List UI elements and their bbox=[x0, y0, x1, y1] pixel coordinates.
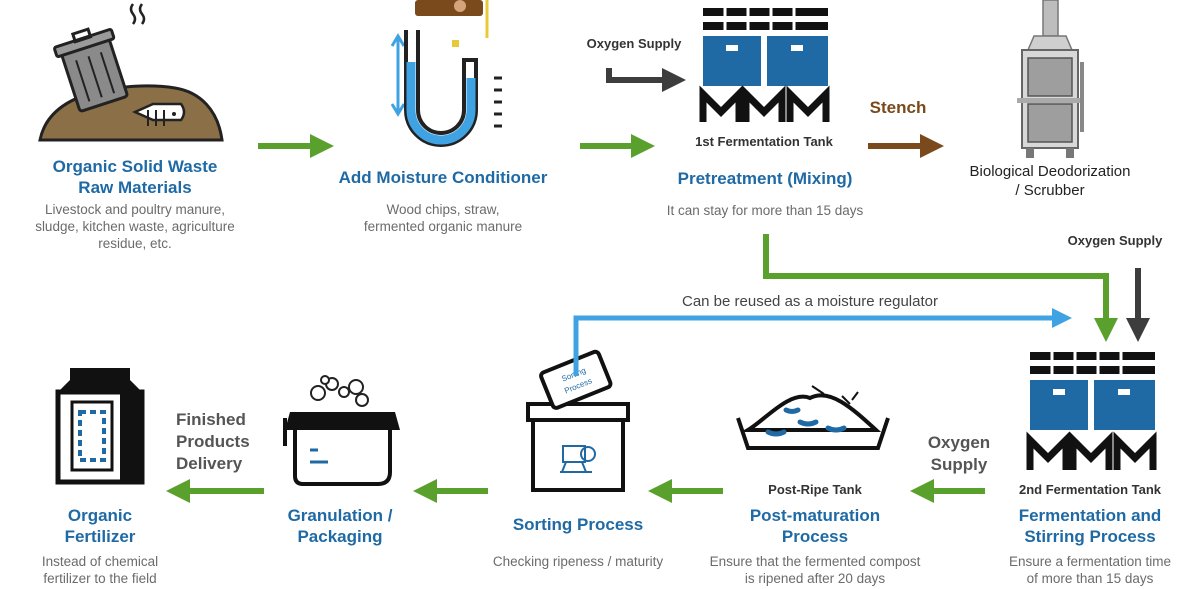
fermentation-title-line-2: Stirring Process bbox=[1024, 527, 1156, 546]
moisture-title: Add Moisture Conditioner bbox=[338, 168, 548, 187]
delivery-line-3: Delivery bbox=[176, 454, 243, 473]
sorting-desc: Checking ripeness / maturity bbox=[492, 554, 664, 569]
post-title-line-2: Process bbox=[781, 527, 849, 546]
reuse-label: Can be reused as a moisture regulator bbox=[682, 293, 938, 310]
delivery-line-2: Products bbox=[176, 432, 250, 451]
arrow-reuse-moisture bbox=[573, 308, 1072, 376]
tank-2-label: 2nd Fermentation Tank bbox=[1018, 482, 1162, 497]
fermentation-desc-line-2: of more than 15 days bbox=[1026, 571, 1154, 586]
fermentation-tank-2-icon bbox=[1026, 352, 1157, 470]
oxygen-3-line-1: Oxygen bbox=[927, 433, 991, 452]
moisture-u-tube-icon bbox=[390, 0, 502, 147]
post-title-line-1: Post-maturation bbox=[749, 506, 881, 525]
fermentation-tank-icon bbox=[699, 8, 830, 122]
raw-desc-line-1: Livestock and poultry manure, bbox=[44, 202, 226, 217]
delivery-label: Finished Products Delivery bbox=[176, 409, 266, 475]
fertilizer-title-line-1: Organic bbox=[67, 506, 133, 525]
raw-desc-line-2: sludge, kitchen waste, agriculture bbox=[35, 219, 235, 234]
sorting-title: Sorting Process bbox=[512, 515, 644, 534]
fertilizer-title-line-2: Fertilizer bbox=[64, 527, 136, 546]
pretreatment-desc: It can stay for more than 15 days bbox=[666, 203, 864, 218]
oxygen-supply-label-1: Oxygen Supply bbox=[586, 36, 682, 51]
raw-title-line-2: Raw Materials bbox=[78, 178, 192, 197]
deodorization-title: Biological Deodorization / Scrubber bbox=[950, 162, 1150, 200]
granulation-title-line-1: Granulation / bbox=[287, 506, 393, 525]
delivery-line-1: Finished bbox=[176, 410, 246, 429]
deodor-line-1: Biological Deodorization bbox=[969, 163, 1131, 180]
tank-1-label: 1st Fermentation Tank bbox=[695, 134, 833, 149]
oxygen-3-line-2: Supply bbox=[930, 455, 988, 474]
raw-title-line-1: Organic Solid Waste bbox=[52, 157, 218, 176]
granulation-title-line-2: Packaging bbox=[297, 527, 383, 546]
post-ripe-tank-label: Post-Ripe Tank bbox=[768, 482, 862, 497]
compost-pile-icon bbox=[736, 385, 890, 450]
moisture-desc: Wood chips, straw, fermented organic man… bbox=[318, 201, 568, 235]
fertilizer-desc: Instead of chemical fertilizer to the fi… bbox=[10, 553, 190, 587]
post-desc-line-1: Ensure that the fermented compost bbox=[709, 554, 921, 569]
granulation-machine-icon bbox=[283, 375, 400, 486]
fertilizer-bag-icon bbox=[55, 368, 145, 485]
sorting-box-icon: Sorting Process bbox=[526, 349, 630, 492]
moisture-desc-line-2: fermented organic manure bbox=[363, 219, 523, 234]
fermentation-desc: Ensure a fermentation time of more than … bbox=[990, 553, 1190, 587]
post-maturation-desc: Ensure that the fermented compost is rip… bbox=[690, 553, 940, 587]
post-maturation-title: Post-maturation Process bbox=[715, 505, 915, 547]
granulation-title: Granulation / Packaging bbox=[260, 505, 420, 547]
arrow-oxygen-supply-1 bbox=[606, 68, 686, 92]
raw-materials-desc: Livestock and poultry manure, sludge, ki… bbox=[10, 201, 260, 252]
fermentation-title: Fermentation and Stirring Process bbox=[990, 505, 1190, 547]
stench-label: Stench bbox=[869, 98, 927, 117]
raw-desc-line-3: residue, etc. bbox=[98, 236, 172, 251]
fertilizer-desc-line-1: Instead of chemical bbox=[41, 554, 159, 569]
oxygen-supply-label-2: Oxygen Supply bbox=[1067, 233, 1163, 248]
raw-materials-title: Organic Solid Waste Raw Materials bbox=[10, 156, 260, 198]
deodor-line-2: / Scrubber bbox=[1015, 182, 1085, 199]
arrow-pretreat-to-fermentation bbox=[763, 234, 1118, 342]
fermentation-title-line-1: Fermentation and bbox=[1018, 506, 1162, 525]
trash-can-on-waste-pile-icon bbox=[38, 3, 224, 142]
post-desc-line-2: is ripened after 20 days bbox=[744, 571, 886, 586]
fertilizer-desc-line-2: fertilizer to the field bbox=[43, 571, 157, 586]
moisture-desc-line-1: Wood chips, straw, bbox=[386, 202, 500, 217]
fertilizer-title: Organic Fertilizer bbox=[20, 505, 180, 547]
pretreatment-title: Pretreatment (Mixing) bbox=[677, 169, 853, 188]
fermentation-desc-line-1: Ensure a fermentation time bbox=[1008, 554, 1172, 569]
oxygen-supply-label-3: Oxygen Supply bbox=[914, 432, 1004, 476]
scrubber-tower-icon bbox=[1017, 0, 1084, 158]
